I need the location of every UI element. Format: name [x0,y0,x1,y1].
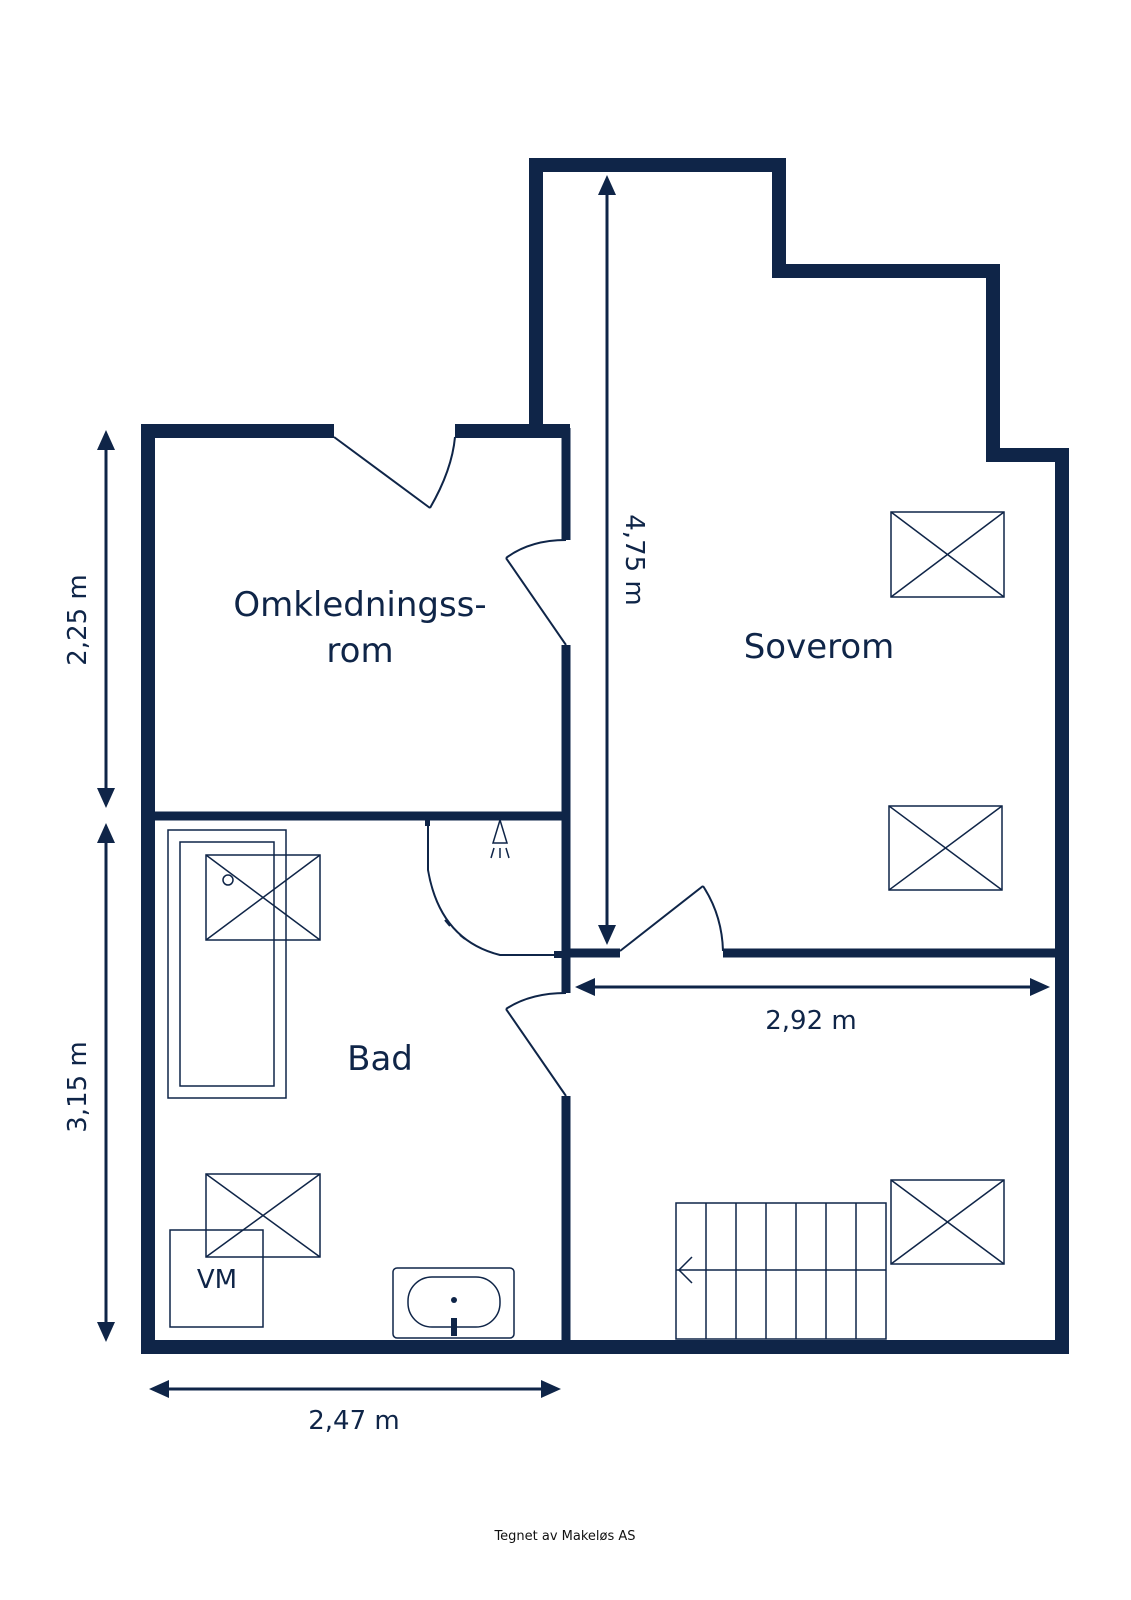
outer-walls [141,158,1069,1354]
room-label-bathroom: Bad [347,1039,413,1079]
staircase [675,1202,887,1340]
dimension-left-lower [97,823,115,1342]
shower-head-icon [490,817,510,859]
dimension-label-left-lower: 3,15 m [63,1041,93,1132]
skylight-bath-top [205,854,321,941]
dimension-hall-width [575,978,1050,996]
washing-machine-label: VM [197,1265,237,1295]
sink [392,1267,515,1339]
bathtub [167,829,287,1099]
shower-enclosure [425,818,562,958]
skylight-bedroom-top [890,511,1005,598]
dimension-label-hall-width: 2,92 m [765,1006,856,1036]
dimension-label-left-upper: 2,25 m [63,574,93,665]
room-label-changing-line1: Omkledningss- [233,585,486,625]
room-label-changing-line2: rom [326,631,393,671]
changing-room-side-door [505,539,567,646]
bedroom-door [619,885,724,952]
dimension-bedroom-depth [598,175,616,945]
dimension-label-bottom-width: 2,47 m [308,1406,399,1436]
skylight-hall [890,1179,1005,1265]
skylight-bedroom-bottom [888,805,1003,891]
dimension-label-bedroom-depth: 4,75 m [619,514,649,605]
dimension-bottom-width [149,1380,561,1398]
washing-machine [169,1229,264,1328]
changing-room-entry-door [333,436,456,509]
room-label-bedroom: Soverom [744,627,895,667]
stair-direction-arrow-icon [677,1256,693,1284]
credit-text: Tegnet av Makeløs AS [493,1529,635,1544]
dimension-left-upper [97,430,115,808]
bathroom-door [505,992,567,1097]
interior-walls [150,428,1060,1345]
